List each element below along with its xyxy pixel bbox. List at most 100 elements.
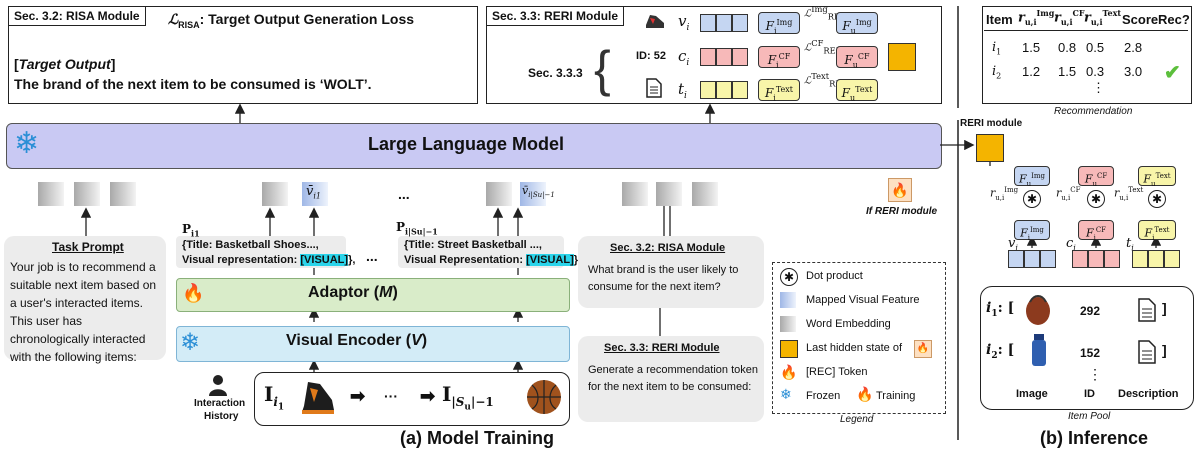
rec-caption: Recommendation <box>1054 106 1133 117</box>
target-output-text: The brand of the next item to be consume… <box>14 76 372 92</box>
pool-id1: 292 <box>1080 304 1101 318</box>
img-embedding <box>700 14 748 32</box>
legend-box <box>772 262 946 414</box>
rec-header-cf: ru,iCF <box>1054 8 1085 27</box>
shoe-icon <box>644 10 666 37</box>
document-icon <box>646 78 662 103</box>
p-i1-label: Pi1 <box>182 222 200 239</box>
basketball-image <box>524 376 564 423</box>
adaptor-bar <box>176 278 570 312</box>
target-output-label: [Target Output] <box>14 56 116 72</box>
word-embedding <box>692 182 718 206</box>
rec-row1-item: i1 <box>992 40 1002 57</box>
item1-visual-line: Visual representation: [VISUAL]}, <box>182 254 355 266</box>
t-i-symbol: ti <box>678 80 687 101</box>
word-embedding <box>110 182 136 206</box>
fu-img-box: FuImg <box>836 12 878 35</box>
legend-word-icon <box>780 316 796 332</box>
inf-fu-cf: FuCF <box>1078 166 1114 188</box>
history-i2: I|Su|−1 <box>442 382 494 413</box>
item2-visual-close: } <box>573 254 579 266</box>
fi-text-box: FiText <box>758 79 800 102</box>
rec-header-item: Item <box>986 12 1013 27</box>
reri-prompt-title: Sec. 3.3: RERI Module <box>604 342 720 354</box>
rec-row2-item: i2 <box>992 64 1002 81</box>
visual-tag-2: [VISUAL] <box>526 254 574 266</box>
item2-visual-text: Visual Representation: <box>404 254 527 266</box>
legend-training-icon: 🔥 <box>856 386 874 402</box>
inf-cf-embedding <box>1072 250 1120 268</box>
legend-training: Training <box>876 390 916 402</box>
bottle-image <box>1030 332 1048 373</box>
item1-visual-close: }, <box>348 254 356 266</box>
r-img-label: ru,iImg <box>990 186 1019 202</box>
rec-header-score: Score <box>1122 12 1159 27</box>
legend-rec: [REC] Token <box>806 366 868 378</box>
rec-header-img: ru,iImg <box>1018 8 1055 27</box>
pool-col-desc: Description <box>1118 388 1179 400</box>
snowflake-icon: ❄ <box>14 127 40 160</box>
bag-image <box>1024 292 1052 331</box>
pool-dots: ⋮ <box>1088 366 1102 382</box>
dot-product-icon: ✱ <box>780 268 798 286</box>
brace: { <box>594 41 611 97</box>
llm-bar <box>6 123 942 169</box>
rec-row2-cf: 1.5 <box>1058 64 1077 79</box>
caption-training: (a) Model Training <box>400 428 555 448</box>
reri-prompt-text: Generate a recommendation token for the … <box>588 364 758 393</box>
hidden-state-square <box>888 43 916 71</box>
history-dots: ··· <box>384 388 398 404</box>
dot-product-cf: ✱ <box>1087 190 1105 208</box>
arrow-right-icon: ➡ <box>350 386 366 406</box>
fire-icon-reri: 🔥 <box>888 178 912 202</box>
rec-dots: ⋮ <box>1092 80 1105 95</box>
item2-visual-line: Visual Representation: [VISUAL]} <box>404 254 578 266</box>
pool-col-id: ID <box>1084 388 1095 400</box>
prompt-ellipsis: ... <box>366 248 378 264</box>
item1-visual-text: Visual representation: <box>182 254 301 266</box>
v-bar-2: v̄i|Su|−1 <box>522 184 555 200</box>
mid-ellipsis: ... <box>398 186 410 202</box>
legend-caption: Legend <box>840 414 874 425</box>
inf-text-embedding <box>1132 250 1180 268</box>
word-embedding <box>656 182 682 206</box>
v-i-symbol: vi <box>678 12 690 33</box>
doc-icon-2 <box>1138 340 1156 369</box>
adaptor-label: Adaptor (M) <box>308 284 398 301</box>
user-icon <box>208 374 228 401</box>
fi-cf-box: FiCF <box>758 46 800 69</box>
legend-frozen-icon: ❄ <box>780 386 792 402</box>
recommendation-panel <box>982 6 1192 104</box>
inf-fi-text: FiText <box>1138 220 1176 242</box>
reri-module-tag: Sec. 3.3: RERI Module <box>486 6 625 26</box>
legend-dot-product: Dot product <box>806 270 863 282</box>
fu-cf-box: FuCF <box>836 46 878 69</box>
inf-v-label: vi <box>1008 236 1018 253</box>
inf-t-label: ti <box>1126 236 1134 253</box>
history-label-2: History <box>204 411 239 422</box>
inf-img-embedding <box>1008 250 1056 268</box>
risa-output-tag: Sec. 3.2: RISA Module <box>8 6 146 26</box>
pool-id2: 152 <box>1080 346 1101 360</box>
word-embedding <box>262 182 288 206</box>
item1-title: {Title: Basketball Shoes..., <box>182 239 319 251</box>
inf-fu-img: FuImg <box>1014 166 1050 188</box>
legend-mapped: Mapped Visual Feature <box>806 294 920 306</box>
encoder-bar <box>176 326 570 362</box>
legend-fire-box: 🔥 <box>914 340 932 358</box>
reri-prompt-box <box>578 336 764 422</box>
inf-c-label: ci <box>1066 236 1076 253</box>
rec-row1-score: 2.8 <box>1124 40 1143 55</box>
r-text-label: ru,iText <box>1114 186 1144 202</box>
rec-row2-text: 0.3 <box>1086 64 1105 79</box>
snowflake-icon-encoder: ❄ <box>180 329 201 356</box>
dot-product-img: ✱ <box>1023 190 1041 208</box>
pool-close-2: ] <box>1162 342 1167 358</box>
pool-caption: Item Pool <box>1068 411 1111 422</box>
fire-icon-adaptor: 🔥 <box>182 283 205 303</box>
mapped-visual-feature <box>520 182 546 206</box>
if-reri-label: If RERI module <box>866 206 938 217</box>
cf-embedding <box>700 48 748 66</box>
pool-i1-label: i1: [ <box>986 300 1015 319</box>
